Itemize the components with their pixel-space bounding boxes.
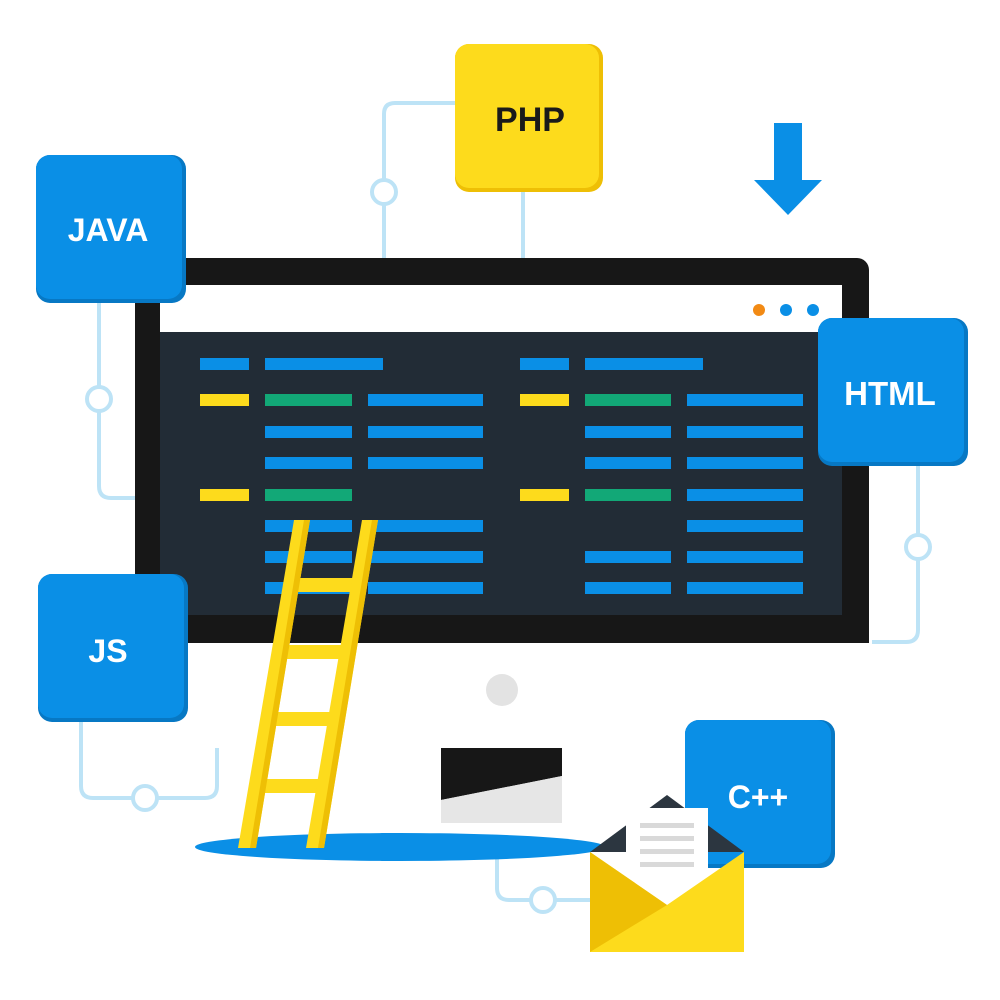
down-arrow-icon <box>754 123 822 215</box>
connector-lines <box>79 101 920 902</box>
envelope-icon <box>590 795 744 952</box>
java-tile: JAVA <box>36 155 186 303</box>
ladder <box>238 520 378 848</box>
php-label: PHP <box>495 101 565 139</box>
floor-shadow <box>195 833 605 861</box>
java-label: JAVA <box>68 212 149 248</box>
connector-nodes <box>85 178 932 914</box>
connector-node <box>370 178 398 206</box>
window-dot-blue <box>780 304 792 316</box>
connector-node <box>904 533 932 561</box>
connector-node <box>529 886 557 914</box>
monitor <box>135 258 869 748</box>
js-label: JS <box>88 633 127 669</box>
connector-node <box>131 784 159 812</box>
monitor-stand <box>441 746 562 823</box>
power-button <box>486 674 518 706</box>
cpp-label: C++ <box>728 779 788 815</box>
html-tile: HTML <box>818 318 968 466</box>
js-tile: JS <box>38 574 188 722</box>
php-tile: PHP <box>455 44 603 192</box>
window-dot-orange <box>753 304 765 316</box>
window-dot-blue <box>807 304 819 316</box>
code-screen <box>160 332 842 615</box>
cpp-tile: C++ <box>685 720 835 868</box>
html-label: HTML <box>844 375 936 412</box>
connector-node <box>85 385 113 413</box>
browser-bar <box>160 285 842 332</box>
